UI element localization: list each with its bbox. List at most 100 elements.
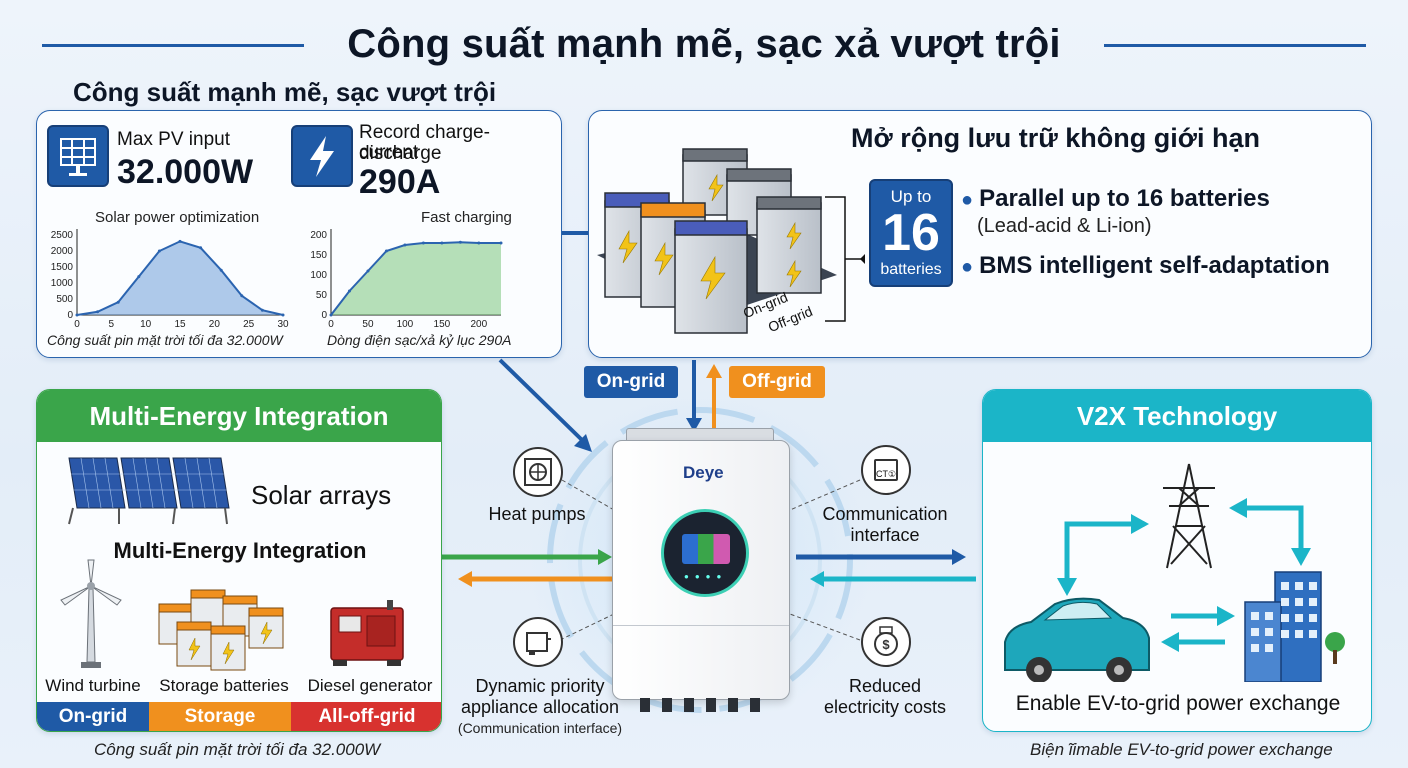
data-point bbox=[178, 239, 182, 243]
mode-on-grid: On-grid bbox=[37, 702, 149, 731]
data-point bbox=[137, 275, 141, 279]
y-tick-label: 100 bbox=[310, 270, 327, 281]
battery-stack-illustration bbox=[597, 148, 837, 334]
data-point bbox=[477, 241, 481, 245]
heat-pumps-label: Heat pumps bbox=[488, 504, 586, 524]
v2x-footnote: Biện ĩimable EV-to-grid power exchange bbox=[1030, 740, 1333, 759]
dynamic-note: (Communication interface) bbox=[457, 720, 623, 736]
reduced-label-1: Reduced bbox=[848, 676, 922, 696]
solar-array-illustration bbox=[68, 457, 230, 525]
bullet-item: ● BMS intelligent self-adaptation bbox=[961, 252, 1330, 279]
title-rule-left bbox=[42, 44, 304, 47]
y-tick-label: 2500 bbox=[51, 230, 74, 241]
data-point bbox=[260, 308, 264, 312]
diesel-generator-label: Diesel generator bbox=[307, 676, 433, 695]
v2x-header: V2X Technology bbox=[983, 390, 1371, 442]
x-tick-label: 100 bbox=[397, 319, 414, 330]
communication-label-2: interface bbox=[850, 525, 920, 545]
solar-chart-title: Solar power optimization bbox=[95, 209, 260, 226]
data-point bbox=[347, 289, 351, 293]
y-tick-label: 200 bbox=[310, 230, 327, 241]
piggy-bank-icon: $ bbox=[861, 617, 911, 667]
badge-bottom-text: batteries bbox=[880, 261, 942, 278]
page-subtitle: Công suất mạnh mẽ, sạc vượt trội bbox=[73, 77, 497, 107]
inverter-ports bbox=[640, 698, 760, 712]
series-area bbox=[77, 241, 283, 315]
lightning-icon bbox=[291, 125, 353, 187]
inverter-screen bbox=[682, 534, 730, 564]
data-point bbox=[240, 294, 244, 298]
wind-turbine-illustration bbox=[60, 559, 122, 668]
data-point bbox=[329, 313, 333, 317]
appliance-icon bbox=[513, 617, 563, 667]
max-pv-label: Max PV input bbox=[117, 129, 230, 150]
y-tick-label: 1000 bbox=[51, 278, 74, 289]
x-tick-label: 30 bbox=[277, 319, 289, 330]
storage-panel: Mở rộng lưu trữ không giới hạn bbox=[588, 110, 1372, 358]
x-tick-label: 0 bbox=[328, 319, 334, 330]
x-tick-label: 20 bbox=[209, 319, 221, 330]
y-tick-label: 500 bbox=[56, 294, 73, 305]
on-grid-tag: On-grid bbox=[584, 366, 678, 398]
x-tick-label: 0 bbox=[74, 319, 80, 330]
x-tick-label: 15 bbox=[174, 319, 186, 330]
dynamic-label-1: Dynamic priority bbox=[475, 676, 605, 696]
bullet-main-0: Parallel up to 16 batteries bbox=[979, 185, 1270, 212]
reduced-label-2: electricity costs bbox=[823, 697, 947, 717]
x-tick-label: 150 bbox=[434, 319, 451, 330]
storage-title: Mở rộng lưu trữ không giới hạn bbox=[851, 123, 1260, 153]
title-rule-right bbox=[1104, 44, 1366, 47]
storage-batteries-illustration bbox=[158, 589, 284, 671]
record-current-label-2: current bbox=[359, 142, 419, 163]
record-current-label-1: Record charge-discharge bbox=[359, 122, 490, 164]
multi-energy-footnote: Công suất pin mặt trời tối đa 32.000W bbox=[94, 740, 381, 759]
inverter-leds: ●●●● bbox=[684, 572, 728, 581]
data-point bbox=[157, 249, 161, 253]
inverter-seam bbox=[613, 625, 789, 626]
storage-batteries-label: Storage batteries bbox=[159, 676, 289, 695]
data-point bbox=[421, 241, 425, 245]
bullet-item: ● Parallel up to 16 batteries bbox=[961, 185, 1270, 212]
y-tick-label: 0 bbox=[67, 310, 73, 321]
x-tick-label: 50 bbox=[362, 319, 374, 330]
communication-label-1: Communication bbox=[822, 504, 948, 524]
data-point bbox=[458, 240, 462, 244]
solar-chart: 0 500 1000 1500 2000 2500 0 5 10 15 20 25 30 bbox=[51, 229, 289, 330]
data-point bbox=[96, 310, 100, 314]
wind-turbine-label: Wind turbine bbox=[45, 676, 141, 695]
y-tick-label: 1500 bbox=[51, 262, 74, 273]
inverter-unit: Deye ●●●● bbox=[612, 440, 790, 700]
data-point bbox=[199, 246, 203, 250]
data-point bbox=[403, 243, 407, 247]
storage-bullet-list: ● Parallel up to 16 batteries (Lead-acid… bbox=[961, 185, 1330, 280]
v2x-illustration bbox=[1004, 463, 1345, 682]
solar-chart-caption: Công suất pin mặt trời tối đa 32.000W bbox=[47, 332, 283, 348]
x-tick-label: 25 bbox=[243, 319, 255, 330]
x-tick-label: 5 bbox=[109, 319, 115, 330]
mode-all-off-grid: All-off-grid bbox=[291, 702, 441, 731]
multi-energy-header: Multi-Energy Integration bbox=[37, 390, 441, 442]
record-current-value: 290A bbox=[359, 163, 441, 201]
series-line bbox=[330, 241, 501, 316]
inverter-display: ●●●● bbox=[661, 509, 749, 597]
series-area bbox=[331, 242, 501, 315]
v2x-caption: Enable EV-to-grid power exchange bbox=[1015, 692, 1341, 715]
bullet-sub-0: (Lead-acid & Li-ion) bbox=[977, 215, 1152, 237]
bullet-main-1: BMS intelligent self-adaptation bbox=[979, 252, 1330, 279]
pv-charging-panel: Max PV input 32.000W Record charge-disch… bbox=[36, 110, 562, 358]
v2x-panel: V2X Technology bbox=[982, 389, 1372, 732]
y-tick-label: 2000 bbox=[51, 246, 74, 257]
max-pv-value: 32.000W bbox=[117, 153, 254, 191]
energy-mode-bar: On-grid Storage All-off-grid bbox=[37, 702, 441, 731]
data-point bbox=[440, 241, 444, 245]
solar-arrays-label: Solar arrays bbox=[251, 480, 392, 510]
off-grid-tag: Off-grid bbox=[729, 366, 825, 398]
dynamic-label-2: appliance allocation bbox=[460, 697, 620, 717]
svg-text:$: $ bbox=[882, 637, 890, 652]
badge-top-text: Up to bbox=[890, 187, 932, 206]
diesel-generator-illustration bbox=[330, 600, 404, 666]
x-tick-label: 10 bbox=[140, 319, 152, 330]
x-tick-label: 200 bbox=[470, 319, 487, 330]
data-point bbox=[219, 268, 223, 272]
